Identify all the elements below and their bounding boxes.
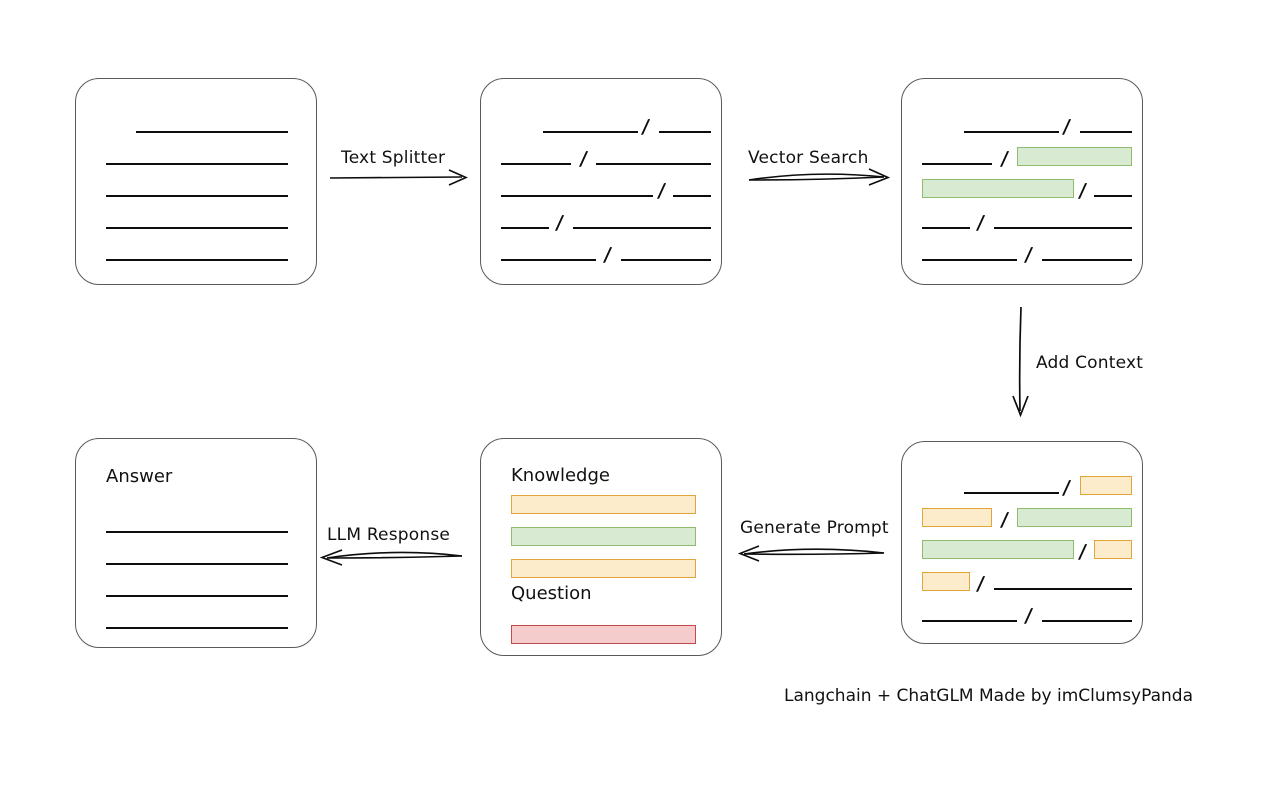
text-line	[1042, 620, 1132, 622]
text-line	[543, 131, 638, 133]
text-line	[922, 163, 992, 165]
arrow-add-context	[1012, 306, 1029, 418]
text-line	[673, 195, 711, 197]
slash-separator: /	[975, 573, 986, 595]
slash-separator: /	[1061, 477, 1072, 499]
slash-separator: /	[999, 148, 1010, 170]
slash-separator: /	[656, 180, 667, 202]
edge-label-vector-search: Vector Search	[748, 148, 869, 168]
slash-separator: /	[1061, 116, 1072, 138]
text-line	[994, 588, 1132, 590]
highlight-chip-yellow	[1094, 540, 1132, 559]
arrow-text-splitter	[329, 169, 468, 186]
text-line	[106, 227, 288, 229]
node-context-enriched-chunks[interactable]: / / / / /	[901, 441, 1143, 644]
arrow-generate-prompt	[737, 545, 885, 562]
text-line	[1080, 131, 1132, 133]
slash-separator: /	[554, 212, 565, 234]
slash-separator: /	[640, 116, 651, 138]
node-vector-matched-chunks[interactable]: / / / / /	[901, 78, 1143, 285]
node-split-chunks[interactable]: / / / / /	[480, 78, 722, 285]
text-line	[106, 163, 288, 165]
text-line	[106, 531, 288, 533]
text-line	[621, 259, 711, 261]
credit-text: Langchain + ChatGLM Made by imClumsyPand…	[784, 686, 1193, 706]
prompt-heading: Knowledge	[511, 465, 610, 486]
slash-separator: /	[999, 509, 1010, 531]
slash-separator: /	[1077, 180, 1088, 202]
edge-label-llm-response: LLM Response	[327, 525, 451, 545]
text-line	[501, 163, 571, 165]
slash-separator: /	[602, 244, 613, 266]
text-line	[659, 131, 711, 133]
node-source-document[interactable]	[75, 78, 317, 285]
text-line	[106, 563, 288, 565]
arrow-vector-search	[748, 168, 891, 186]
text-line	[106, 259, 288, 261]
highlight-chip-green	[1017, 147, 1132, 166]
highlight-chip-yellow	[922, 508, 992, 527]
slash-separator: /	[1023, 605, 1034, 627]
slash-separator: /	[975, 212, 986, 234]
answer-heading: Answer	[106, 466, 173, 487]
highlight-chip-green	[1017, 508, 1132, 527]
text-line	[106, 627, 288, 629]
arrow-llm-response	[319, 549, 463, 566]
text-line	[994, 227, 1132, 229]
edge-label-text-splitter: Text Splitter	[341, 148, 446, 168]
text-line	[922, 227, 970, 229]
text-line	[964, 492, 1059, 494]
text-line	[136, 131, 288, 133]
text-line	[106, 595, 288, 597]
text-line	[106, 195, 288, 197]
highlight-chip-yellow	[922, 572, 970, 591]
highlight-chip-green	[922, 179, 1074, 198]
slash-separator: /	[1077, 541, 1088, 563]
highlight-chip-yellow	[511, 559, 696, 578]
edge-label-generate-prompt: Generate Prompt	[740, 518, 889, 538]
highlight-chip-yellow	[1080, 476, 1132, 495]
text-line	[964, 131, 1059, 133]
slash-separator: /	[578, 148, 589, 170]
edge-label-add-context: Add Context	[1036, 353, 1144, 373]
slash-separator: /	[1023, 244, 1034, 266]
text-line	[501, 259, 596, 261]
highlight-chip-green	[511, 527, 696, 546]
text-line	[1042, 259, 1132, 261]
highlight-chip-red	[511, 625, 696, 644]
node-answer[interactable]: Answer	[75, 438, 317, 648]
highlight-chip-green	[922, 540, 1074, 559]
text-line	[922, 259, 1017, 261]
text-line	[501, 195, 653, 197]
text-line	[573, 227, 711, 229]
prompt-heading: Question	[511, 583, 592, 604]
text-line	[501, 227, 549, 229]
text-line	[1094, 195, 1132, 197]
highlight-chip-yellow	[511, 495, 696, 514]
text-line	[922, 620, 1017, 622]
text-line	[596, 163, 711, 165]
